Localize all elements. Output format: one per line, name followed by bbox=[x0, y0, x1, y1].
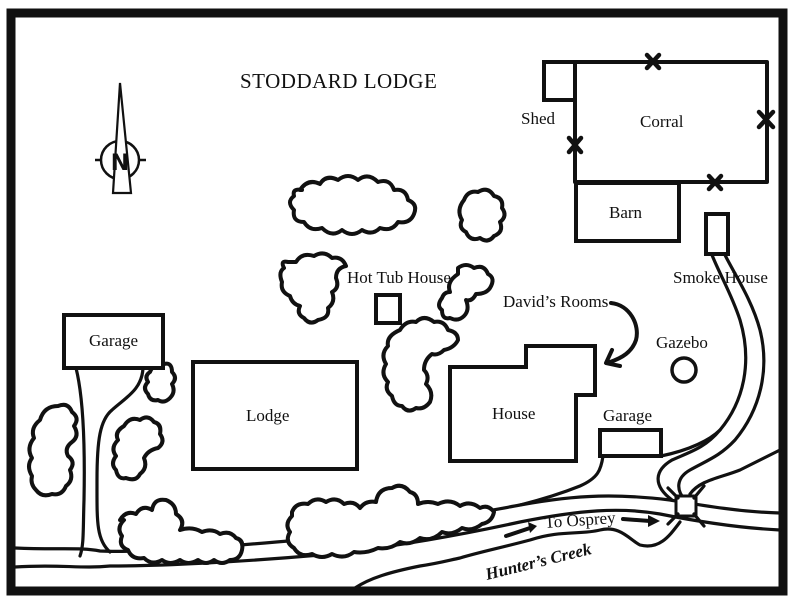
tree bbox=[437, 263, 495, 322]
tree bbox=[111, 415, 165, 482]
hot-tub-house-building bbox=[374, 293, 402, 325]
lodge-label: Lodge bbox=[246, 406, 289, 425]
garage-east-building bbox=[598, 428, 663, 458]
tree bbox=[143, 361, 177, 404]
trees bbox=[27, 174, 507, 565]
garage-west-label: Garage bbox=[89, 331, 138, 350]
tree bbox=[285, 483, 496, 559]
north-arrow-icon: N bbox=[95, 82, 146, 195]
bridge-icon bbox=[666, 484, 706, 528]
lodge-building bbox=[191, 360, 359, 471]
hunters-creek-label: Hunter’s Creek bbox=[482, 539, 593, 584]
gazebo-structure bbox=[670, 356, 698, 384]
house-building bbox=[448, 344, 597, 463]
tree bbox=[288, 174, 418, 236]
house-label: House bbox=[492, 404, 535, 423]
compass-letter: N bbox=[111, 151, 129, 176]
tree bbox=[27, 402, 79, 498]
tree bbox=[381, 316, 460, 413]
hot-tub-house-label: Hot Tub House bbox=[347, 268, 451, 287]
gate-x-icon bbox=[566, 52, 776, 192]
tree bbox=[278, 251, 348, 325]
corral-label: Corral bbox=[640, 112, 684, 131]
to-osprey-label: To Osprey bbox=[544, 508, 617, 532]
map-border bbox=[6, 8, 788, 596]
garage-west-building bbox=[62, 313, 165, 370]
tree bbox=[117, 497, 245, 565]
shed-building bbox=[542, 60, 577, 102]
pointer-arrow-icon bbox=[604, 301, 639, 368]
barn-label: Barn bbox=[609, 203, 643, 222]
smoke-house-building bbox=[704, 212, 730, 256]
barn-building bbox=[574, 181, 681, 243]
hunters-creek bbox=[353, 448, 782, 590]
direction-arrow-icon bbox=[504, 515, 660, 538]
map-title: STODDARD LODGE bbox=[240, 69, 437, 93]
tree bbox=[457, 187, 507, 243]
garage-east-label: Garage bbox=[603, 406, 652, 425]
gazebo-label: Gazebo bbox=[656, 333, 708, 352]
shed-label: Shed bbox=[521, 109, 556, 128]
davids-rooms-label: David’s Rooms bbox=[503, 292, 608, 311]
